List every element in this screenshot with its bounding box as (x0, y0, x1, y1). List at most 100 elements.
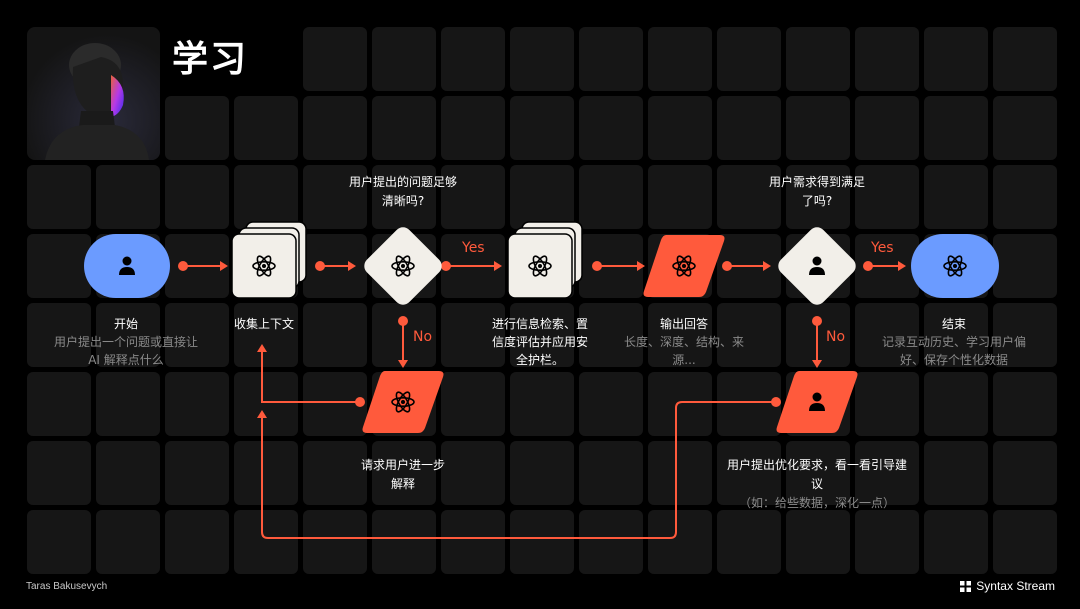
retrieve-title: 进行信息检索、置 信度评估并应用安 全护栏。 (491, 317, 588, 367)
grid-tile (96, 441, 160, 505)
grid-tile (855, 165, 919, 229)
grid-tile (717, 27, 781, 91)
grid-tile (510, 27, 574, 91)
grid-tile (924, 510, 988, 574)
no-label-clarity: No (413, 329, 433, 345)
grid-tile (648, 96, 712, 160)
grid-tile (648, 303, 712, 367)
grid-tile (855, 96, 919, 160)
no-label-satisfied: No (826, 329, 846, 345)
grid-tile (303, 96, 367, 160)
grid-tile (165, 96, 229, 160)
grid-tile (786, 165, 850, 229)
grid-tile (441, 303, 505, 367)
grid-tile (855, 372, 919, 436)
grid-tile (234, 165, 298, 229)
start-label: 开始 用户提出一个问题或直接让 AI 解释点什么 (40, 315, 212, 369)
grid-tile (717, 96, 781, 160)
refine-label: 用户提出优化要求，看一看引导建 议 （如：给些数据，深化一点） (715, 456, 919, 513)
grid-tile (786, 96, 850, 160)
grid-tile (717, 303, 781, 367)
grid-tile (372, 96, 436, 160)
grid-tile (717, 165, 781, 229)
end-desc: 记录互动历史、学习用户偏 好、保存个性化数据 (881, 335, 1026, 367)
grid-tile (27, 372, 91, 436)
grid-tile (648, 165, 712, 229)
brand-logo-icon (960, 580, 972, 592)
grid-tile (579, 165, 643, 229)
grid-tile (234, 96, 298, 160)
grid-tile (993, 372, 1057, 436)
grid-tile (579, 303, 643, 367)
grid-tile (165, 441, 229, 505)
grid-tile (510, 96, 574, 160)
grid-tile (717, 441, 781, 505)
collect-title: 收集上下文 (233, 317, 294, 331)
grid-tile (234, 510, 298, 574)
grid-tile (441, 372, 505, 436)
silhouette-icon (45, 43, 149, 160)
grid-tile (648, 441, 712, 505)
grid-tile (510, 372, 574, 436)
grid-tile (165, 510, 229, 574)
end-title: 结束 (941, 317, 966, 331)
refine-desc: （如：给些数据，深化一点） (738, 496, 895, 510)
grid-tile (579, 372, 643, 436)
grid-tile (924, 165, 988, 229)
end-label: 结束 记录互动历史、学习用户偏 好、保存个性化数据 (872, 315, 1036, 369)
explain-title: 请求用户进一步 解释 (360, 458, 445, 491)
grid-tile (924, 441, 988, 505)
grid-tile (786, 441, 850, 505)
portrait-image (27, 27, 160, 160)
grid-tile (234, 441, 298, 505)
grid-tile (27, 510, 91, 574)
grid-tile (855, 441, 919, 505)
grid-tile (441, 96, 505, 160)
grid-tile (510, 303, 574, 367)
grid-tile (579, 96, 643, 160)
grid-tile (648, 510, 712, 574)
grid-tile (96, 303, 160, 367)
grid-tile (993, 510, 1057, 574)
explain-node (362, 371, 444, 433)
grid-tile (579, 510, 643, 574)
output-desc: 长度、深度、结构、来 源... (623, 335, 744, 367)
refine-node (776, 371, 858, 433)
grid-tile (372, 510, 436, 574)
explain-label: 请求用户进一步 解释 (343, 456, 463, 494)
grid-tile (96, 165, 160, 229)
grid-tile (993, 27, 1057, 91)
grid-tile (96, 510, 160, 574)
grid-tile (648, 372, 712, 436)
brand-mark: Syntax Stream (960, 579, 1055, 593)
end-node (911, 234, 999, 298)
grid-tile (27, 441, 91, 505)
refine-title: 用户提出优化要求，看一看引导建 议 (726, 458, 907, 491)
grid-tile (372, 27, 436, 91)
start-node (84, 234, 170, 298)
retrieve-node (507, 221, 583, 299)
grid-tile (510, 441, 574, 505)
grid-tile (993, 165, 1057, 229)
grid-tile (993, 441, 1057, 505)
grid-tile (234, 372, 298, 436)
grid-tile (303, 303, 367, 367)
yes-label-clarity: Yes (462, 240, 485, 256)
grid-tile (372, 165, 436, 229)
grid-tile (924, 303, 988, 367)
grid-tile (579, 441, 643, 505)
grid-tile (96, 372, 160, 436)
grid-tile (717, 510, 781, 574)
grid-tile (924, 27, 988, 91)
grid-tile (648, 27, 712, 91)
grid-tile (993, 96, 1057, 160)
grid-tile (993, 303, 1057, 367)
grid-tile (924, 372, 988, 436)
output-node (643, 235, 725, 297)
grid-tile (441, 165, 505, 229)
grid-tile (441, 441, 505, 505)
grid-tile (855, 303, 919, 367)
grid-tile (372, 441, 436, 505)
clarity-decision-node (364, 227, 442, 305)
